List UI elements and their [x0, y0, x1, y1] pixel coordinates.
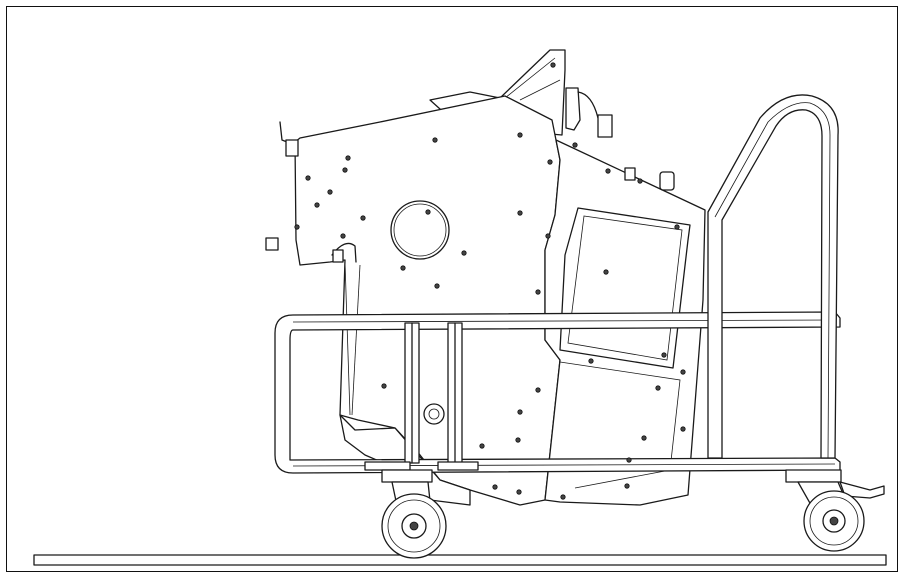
bolt-icon [516, 489, 522, 495]
machine-body [265, 49, 706, 506]
bolt-icon [517, 210, 523, 216]
fasteners [294, 62, 686, 500]
bolt-icon [547, 159, 553, 165]
floor-line [33, 554, 887, 566]
rear-caster-wheel-with-brake [785, 469, 885, 552]
bolt-icon [545, 233, 551, 239]
bolt-icon [327, 189, 333, 195]
bolt-icon [434, 283, 440, 289]
bolt-icon [400, 265, 406, 271]
bolt-icon [381, 383, 387, 389]
bolt-icon [492, 484, 498, 490]
bolt-icon [560, 494, 566, 500]
bolt-icon [425, 209, 431, 215]
bolt-icon [461, 250, 467, 256]
bolt-icon [603, 269, 609, 275]
bolt-icon [641, 435, 647, 441]
bolt-icon [432, 137, 438, 143]
bolt-icon [517, 132, 523, 138]
bolt-icon [624, 483, 630, 489]
bolt-icon [605, 168, 611, 174]
bolt-icon [314, 202, 320, 208]
bolt-icon [588, 358, 594, 364]
trolley-frame [274, 311, 841, 474]
bolt-icon [680, 369, 686, 375]
bolt-icon [517, 409, 523, 415]
bolt-icon [535, 387, 541, 393]
push-handle [707, 94, 839, 459]
bolt-icon [637, 178, 643, 184]
bolt-icon [340, 233, 346, 239]
bolt-icon [680, 426, 686, 432]
bolt-icon [655, 385, 661, 391]
bolt-icon [626, 457, 632, 463]
bolt-icon [674, 224, 680, 230]
bolt-icon [305, 175, 311, 181]
bolt-icon [535, 289, 541, 295]
bolt-icon [572, 142, 578, 148]
bolt-icon [479, 443, 485, 449]
bolt-icon [294, 224, 300, 230]
bolt-icon [342, 167, 348, 173]
bolt-icon [345, 155, 351, 161]
bolt-icon [661, 352, 667, 358]
front-caster-wheel [381, 469, 447, 559]
bolt-icon [515, 437, 521, 443]
bolt-icon [360, 215, 366, 221]
bolt-icon [550, 62, 556, 68]
